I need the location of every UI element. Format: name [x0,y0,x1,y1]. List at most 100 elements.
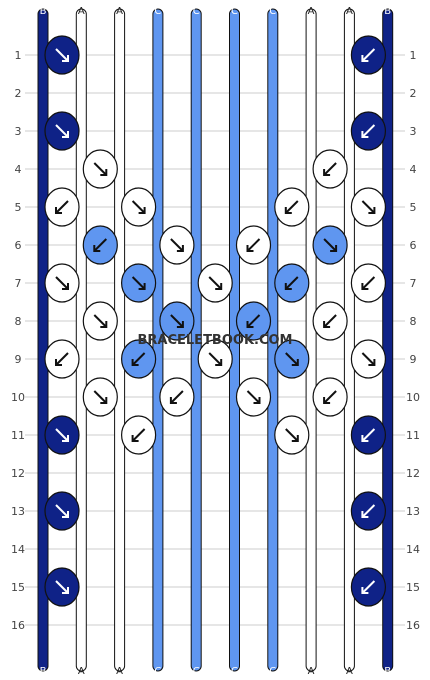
strand-letter: A [78,666,85,677]
knot-arrow-shaft [93,314,108,328]
row-number-right: 5 [410,201,417,214]
knot [274,339,310,379]
knot-arrow-shaft [361,504,376,518]
knot-arrow-shaft [55,48,69,62]
strand-letter: C [154,6,161,17]
knot [274,187,310,227]
knot [312,377,348,417]
row-number-right: 7 [410,277,417,290]
knot-arrow-head [55,359,62,366]
knot-arrow-shaft [361,48,376,62]
row-number-right: 16 [406,619,420,632]
knot-grid [44,35,386,607]
knot-arrow-shaft [323,238,337,252]
knot-arrow-shaft [170,238,184,252]
knot-arrow-head [246,321,254,328]
knot-arrow-shaft [285,352,299,366]
strand-letter: B [40,666,47,677]
row-number-left: 12 [11,467,25,480]
knot [82,301,118,341]
knot-arrow-head [100,397,108,404]
knot-arrow-head [361,435,369,442]
knot [44,567,80,607]
knot [121,339,157,379]
row-number-right: 10 [406,391,420,404]
knot [312,149,348,189]
knot-arrow-shaft [55,504,69,518]
knot-arrow-shaft [246,314,261,328]
row-number-right: 4 [410,163,417,176]
knot [350,491,386,531]
strand-letter: A [78,6,85,17]
strand-letter: B [384,666,391,677]
knot [197,339,233,379]
row-number-left: 8 [15,315,22,328]
knot-arrow-head [176,321,184,328]
knot [274,263,310,303]
knot-arrow-shaft [361,124,376,138]
knot-arrow-shaft [285,200,299,214]
knot [82,149,118,189]
row-number-left: 10 [11,391,25,404]
strand-letter: C [231,6,238,17]
knot-arrow-head [284,283,292,290]
knot-arrow-head [55,207,62,214]
knot-arrow-shaft [170,390,184,404]
knot-arrow-head [215,283,223,290]
knot-arrow-shaft [55,124,69,138]
strand-letter: C [193,666,200,677]
knot-arrow-shaft [93,390,108,404]
watermark-text: BRACELETBOOK.COM [138,333,293,348]
knot [350,35,386,75]
strand-letter: A [308,666,315,677]
strand-paths [37,8,394,672]
knot-arrow-head [138,207,146,214]
knot-arrow-shaft [131,200,146,214]
knot [235,377,272,417]
knot-arrow-head [361,587,369,594]
knot-arrow-shaft [361,276,376,290]
knot-arrow-shaft [170,314,184,328]
row-number-left: 5 [15,201,22,214]
row-number-left: 1 [15,49,22,62]
knot [82,377,118,417]
knot [44,111,80,151]
row-number-left: 3 [15,125,22,138]
knot [350,567,386,607]
row-number-right: 12 [406,467,420,480]
strand-letter: A [346,6,353,17]
row-number-right: 1 [410,49,417,62]
knot-arrow-shaft [361,580,376,594]
row-number-left: 14 [11,543,25,556]
knot-arrow-shaft [131,352,146,366]
knot-arrow-shaft [285,276,299,290]
strand-letter: C [269,666,276,677]
knot-arrow-head [138,283,146,290]
strand-letter: C [193,6,200,17]
knot [235,225,272,265]
knot-arrow-shaft [208,276,222,290]
strand-letter: A [308,6,315,17]
row-number-left: 16 [11,619,25,632]
row-number-left: 6 [15,239,22,252]
knot [312,225,348,265]
knot-arrow-head [215,359,223,366]
row-number-right: 3 [410,125,417,138]
knot-arrow-shaft [246,238,261,252]
row-number-left: 11 [11,429,25,442]
knot-arrow-head [291,435,299,442]
knot-arrow-shaft [93,238,108,252]
knot-arrow-head [323,321,331,328]
strand-letter: B [384,6,391,17]
strand-letter: A [116,6,123,17]
knot [44,263,80,303]
row-number-left: 7 [15,277,22,290]
knot [350,187,386,227]
strand-letter: C [269,6,276,17]
knot-arrow-head [100,321,108,328]
row-number-right: 2 [410,87,417,100]
row-number-right: 8 [410,315,417,328]
knot-arrow-shaft [93,162,108,176]
row-number-left: 4 [15,163,22,176]
